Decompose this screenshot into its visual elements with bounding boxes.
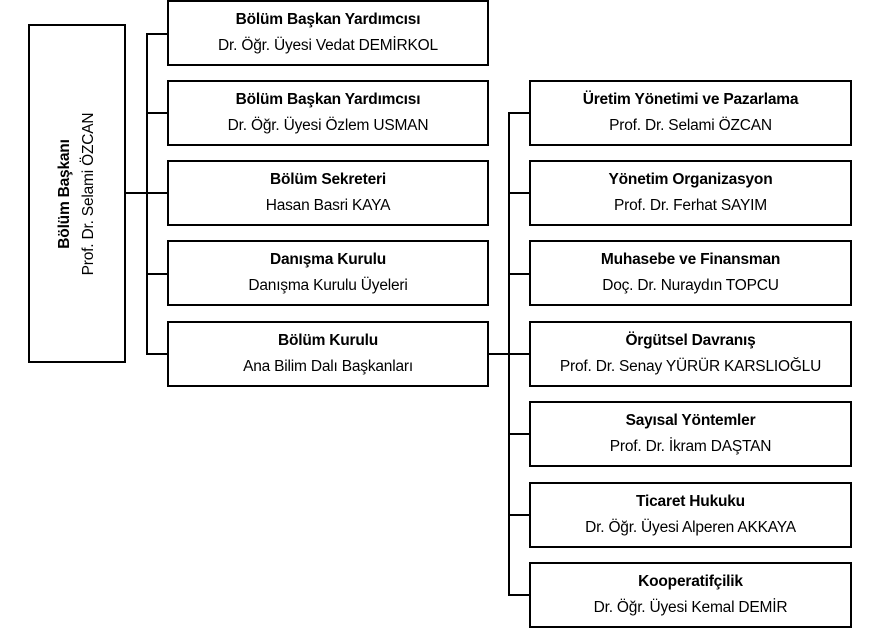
connector-right-branch-3 [508, 273, 530, 275]
connector-head-horizontal [124, 192, 148, 194]
right-box-accounting-finance: Muhasebe ve Finansman Doç. Dr. Nuraydın … [529, 240, 852, 306]
box-title: Sayısal Yöntemler [625, 412, 756, 429]
box-person: Prof. Dr. Ferhat SAYIM [614, 197, 767, 214]
box-title: Bölüm Kurulu [277, 332, 379, 349]
head-label: Bölüm Başkanı Prof. Dr. Selami ÖZCAN [55, 112, 99, 275]
box-person: Hasan Basri KAYA [265, 197, 391, 214]
connector-kurul-horizontal [488, 353, 510, 355]
box-title: Bölüm Başkan Yardımcısı [235, 91, 421, 108]
connector-right-branch-4 [508, 353, 530, 355]
box-person: Doç. Dr. Nuraydın TOPCU [602, 277, 779, 294]
box-person: Dr. Öğr. Üyesi Kemal DEMİR [593, 599, 788, 616]
left-box-secretary: Bölüm Sekreteri Hasan Basri KAYA [167, 160, 489, 226]
head-name: Prof. Dr. Selami ÖZCAN [80, 112, 97, 275]
right-box-quantitative-methods: Sayısal Yöntemler Prof. Dr. İkram DAŞTAN [529, 401, 852, 467]
box-person: Dr. Öğr. Üyesi Vedat DEMİRKOL [218, 37, 438, 54]
box-person: Dr. Öğr. Üyesi Alperen AKKAYA [585, 519, 796, 536]
right-box-management-organization: Yönetim Organizasyon Prof. Dr. Ferhat SA… [529, 160, 852, 226]
box-person: Prof. Dr. Selami ÖZCAN [609, 117, 772, 134]
box-title: Üretim Yönetimi ve Pazarlama [582, 91, 799, 108]
head-title: Bölüm Başkanı [56, 138, 73, 249]
box-person: Danışma Kurulu Üyeleri [248, 277, 408, 294]
connector-right-branch-5 [508, 433, 530, 435]
box-title: Örgütsel Davranış [625, 332, 756, 349]
connector-right-branch-2 [508, 192, 530, 194]
box-title: Muhasebe ve Finansman [600, 251, 781, 268]
left-box-deputy-2: Bölüm Başkan Yardımcısı Dr. Öğr. Üyesi Ö… [167, 80, 489, 146]
right-box-cooperatives: Kooperatifçilik Dr. Öğr. Üyesi Kemal DEM… [529, 562, 852, 628]
connector-left-branch-2 [146, 112, 168, 114]
left-box-advisory-board: Danışma Kurulu Danışma Kurulu Üyeleri [167, 240, 489, 306]
box-person: Ana Bilim Dalı Başkanları [243, 358, 413, 375]
box-person: Prof. Dr. Senay YÜRÜR KARSLIOĞLU [559, 358, 822, 375]
box-title: Kooperatifçilik [638, 573, 743, 590]
box-title: Ticaret Hukuku [636, 493, 745, 510]
box-title: Yönetim Organizasyon [608, 171, 773, 188]
right-box-production-marketing: Üretim Yönetimi ve Pazarlama Prof. Dr. S… [529, 80, 852, 146]
connector-left-branch-4 [146, 273, 168, 275]
connector-right-branch-7 [508, 594, 530, 596]
right-box-organizational-behavior: Örgütsel Davranış Prof. Dr. Senay YÜRÜR … [529, 321, 852, 387]
left-box-deputy-1: Bölüm Başkan Yardımcısı Dr. Öğr. Üyesi V… [167, 0, 489, 66]
connector-left-branch-1 [146, 33, 168, 35]
connector-right-branch-1 [508, 112, 530, 114]
box-person: Prof. Dr. İkram DAŞTAN [609, 438, 772, 455]
box-person: Dr. Öğr. Üyesi Özlem USMAN [227, 117, 429, 134]
head-box: Bölüm Başkanı Prof. Dr. Selami ÖZCAN [28, 24, 126, 363]
left-box-department-board: Bölüm Kurulu Ana Bilim Dalı Başkanları [167, 321, 489, 387]
connector-left-branch-5 [146, 353, 168, 355]
box-title: Danışma Kurulu [269, 251, 387, 268]
box-title: Bölüm Sekreteri [270, 171, 386, 188]
connector-left-branch-3 [146, 192, 168, 194]
box-title: Bölüm Başkan Yardımcısı [235, 11, 421, 28]
connector-left-trunk [146, 33, 148, 355]
right-box-commercial-law: Ticaret Hukuku Dr. Öğr. Üyesi Alperen AK… [529, 482, 852, 548]
connector-right-branch-6 [508, 514, 530, 516]
